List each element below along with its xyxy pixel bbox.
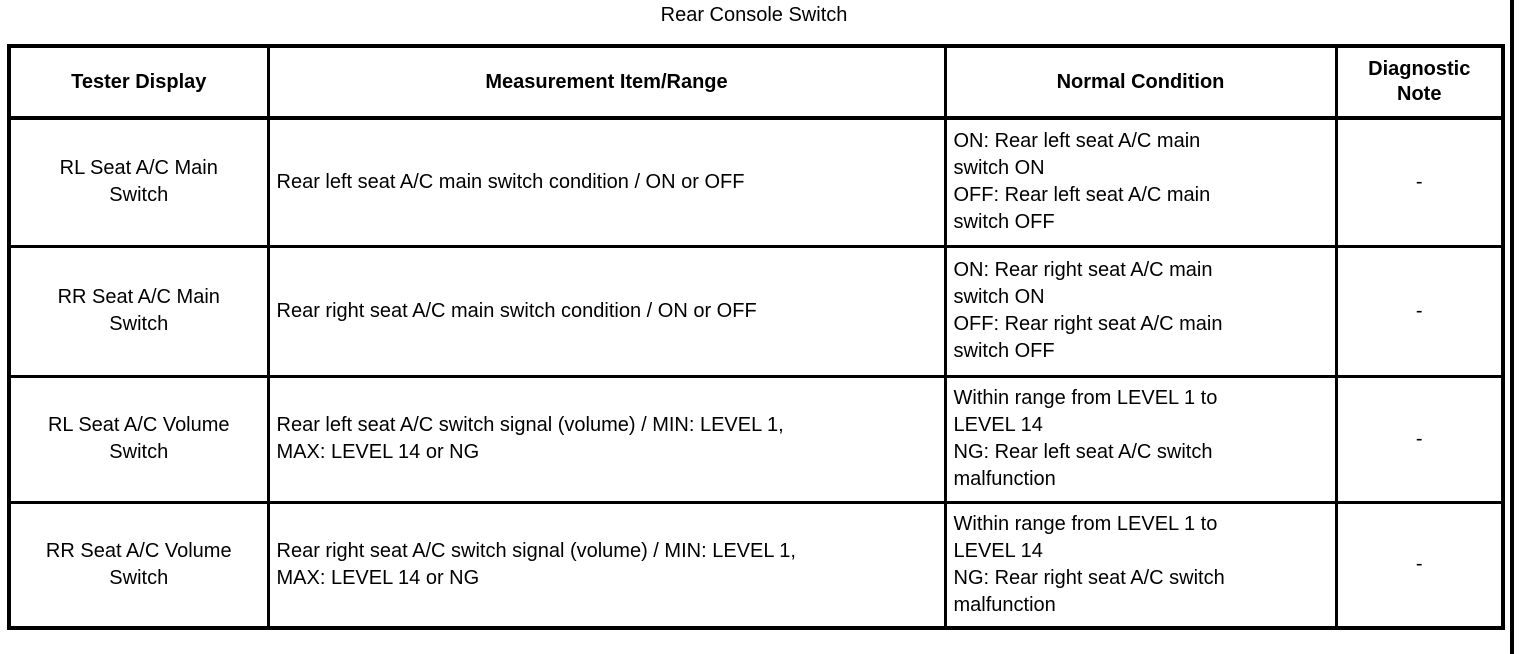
cell-measurement-item-range: Rear left seat A/C switch signal (volume… — [266, 374, 947, 504]
cell-diagnostic-note: - — [1334, 244, 1505, 378]
column-header-diagnostic-note: Diagnostic Note — [1334, 44, 1505, 120]
table-title: Rear Console Switch — [660, 4, 848, 26]
column-header-measurement-item-range: Measurement Item/Range — [266, 44, 947, 120]
table-row: RL Seat A/C Volume Switch Rear left seat… — [7, 374, 1505, 504]
table-header-row: Tester Display Measurement Item/Range No… — [7, 44, 1505, 120]
table-row: RL Seat A/C Main Switch Rear left seat A… — [7, 116, 1505, 248]
table-row: RR Seat A/C Main Switch Rear right seat … — [7, 244, 1505, 378]
cell-diagnostic-note: - — [1334, 374, 1505, 504]
cell-tester-display: RR Seat A/C Main Switch — [7, 244, 270, 378]
cell-tester-display: RR Seat A/C Volume Switch — [7, 500, 270, 630]
cell-normal-condition: Within range from LEVEL 1 to LEVEL 14 NG… — [943, 500, 1338, 630]
cell-tester-display: RL Seat A/C Volume Switch — [7, 374, 270, 504]
cell-diagnostic-note: - — [1334, 116, 1505, 248]
cell-normal-condition: ON: Rear right seat A/C main switch ON O… — [943, 244, 1338, 378]
page-border-line — [1510, 0, 1514, 654]
cell-normal-condition: Within range from LEVEL 1 to LEVEL 14 NG… — [943, 374, 1338, 504]
cell-tester-display: RL Seat A/C Main Switch — [7, 116, 270, 248]
column-header-tester-display: Tester Display — [7, 44, 270, 120]
rear-console-switch-table: Tester Display Measurement Item/Range No… — [7, 44, 1505, 630]
cell-measurement-item-range: Rear right seat A/C main switch conditio… — [266, 244, 947, 378]
cell-normal-condition: ON: Rear left seat A/C main switch ON OF… — [943, 116, 1338, 248]
cell-measurement-item-range: Rear left seat A/C main switch condition… — [266, 116, 947, 248]
cell-diagnostic-note: - — [1334, 500, 1505, 630]
column-header-normal-condition: Normal Condition — [943, 44, 1338, 120]
cell-measurement-item-range: Rear right seat A/C switch signal (volum… — [266, 500, 947, 630]
table-row: RR Seat A/C Volume Switch Rear right sea… — [7, 500, 1505, 630]
